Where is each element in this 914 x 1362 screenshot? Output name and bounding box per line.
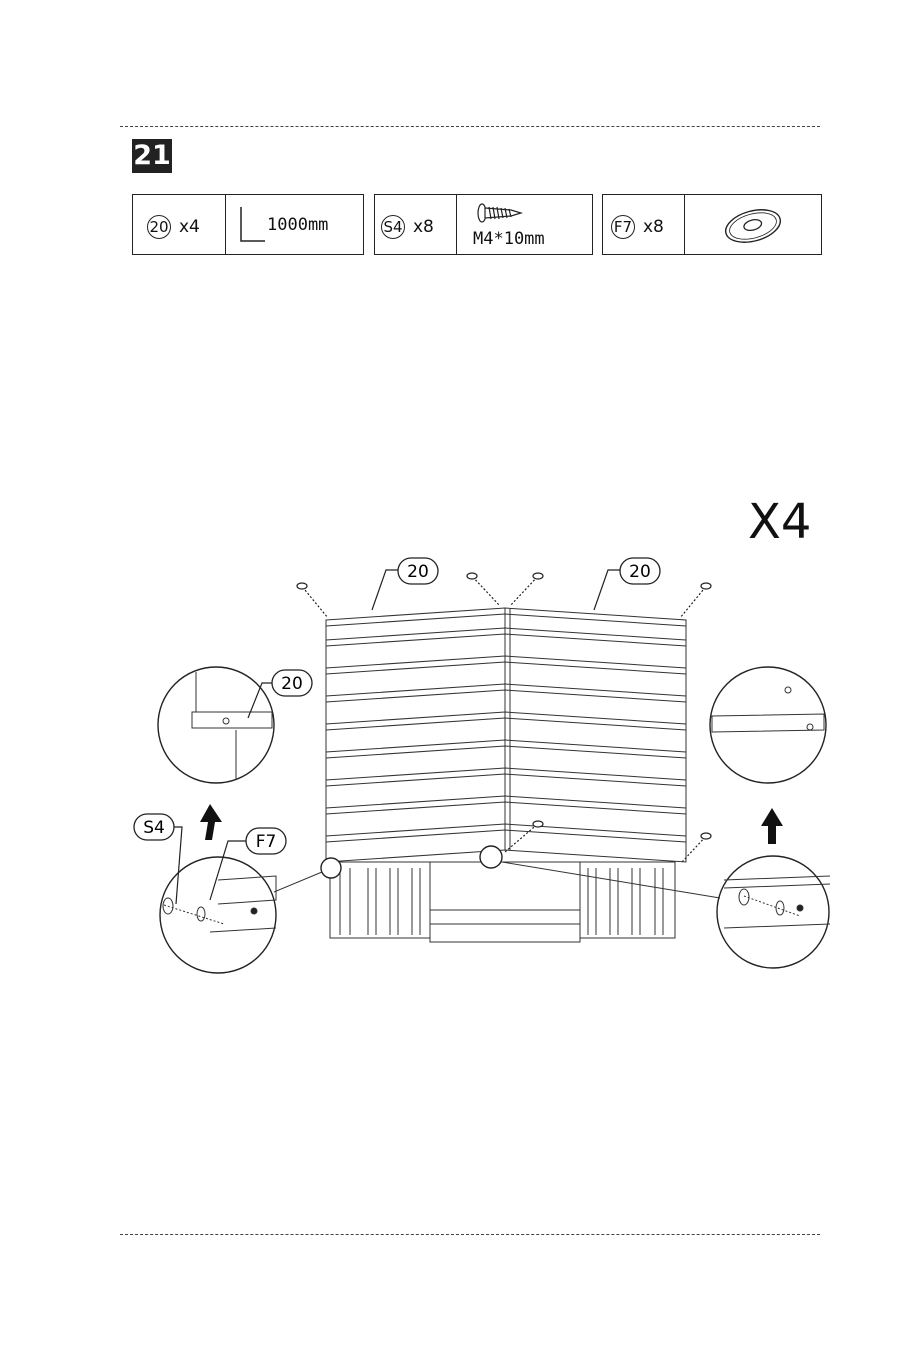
step-number: 21	[132, 139, 172, 173]
washer-icon	[721, 207, 785, 245]
screw-icon	[475, 201, 525, 225]
wall-panels	[326, 608, 686, 862]
part-qty: x8	[643, 217, 664, 237]
detail-part-callout: 20	[281, 674, 303, 694]
part-label: S4 x8	[381, 215, 434, 239]
part-box-20: 20 x4 1000mm	[132, 194, 364, 255]
part-qty: x4	[179, 217, 200, 237]
box-divider	[225, 195, 226, 254]
bottom-divider	[120, 1234, 820, 1235]
shed-base	[330, 862, 675, 942]
part-label: F7 x8	[611, 215, 664, 239]
repeat-count: X4	[748, 494, 811, 550]
screw-size: M4*10mm	[473, 229, 545, 249]
box-divider	[456, 195, 457, 254]
top-screws	[297, 573, 711, 862]
part-qty: x8	[413, 217, 434, 237]
panel-callout-left: 20	[407, 562, 429, 582]
panel-callout-right: 20	[629, 562, 651, 582]
part-box-f7: F7 x8	[602, 194, 822, 255]
part-id-circle: S4	[381, 215, 405, 239]
part-label: 20 x4	[147, 215, 200, 239]
part-length: 1000mm	[267, 215, 328, 235]
box-divider	[684, 195, 685, 254]
part-id-circle: 20	[147, 215, 171, 239]
detail-circles	[158, 667, 829, 973]
part-id-circle: F7	[611, 215, 635, 239]
up-arrow-icon	[761, 808, 783, 844]
washer-callout: F7	[256, 832, 277, 852]
top-divider	[120, 126, 820, 127]
screw-callout: S4	[143, 818, 165, 838]
up-arrow-icon	[200, 804, 222, 840]
angle-profile-icon	[237, 205, 267, 245]
part-box-s4: S4 x8 M4*10mm	[374, 194, 593, 255]
